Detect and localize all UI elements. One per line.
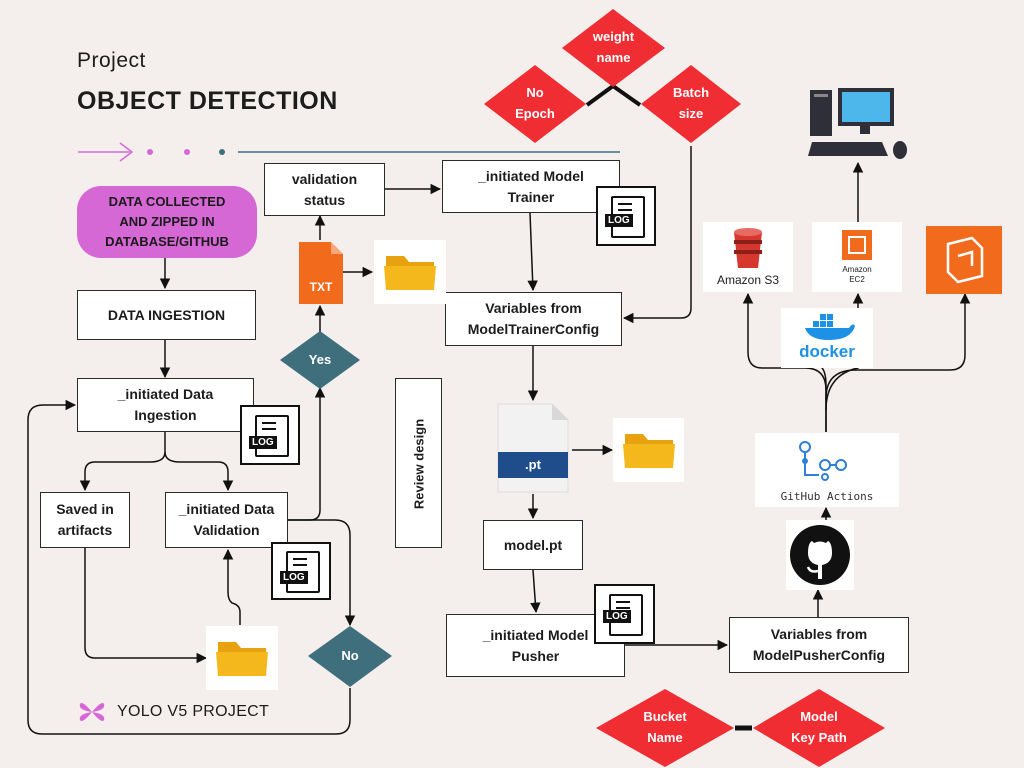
model-key-path-label: Model Key Path — [791, 709, 847, 745]
review-design-label: Review design — [411, 418, 427, 510]
bucket-name-label: Bucket Name — [643, 709, 687, 745]
no-epoch-label: No Epoch — [515, 85, 555, 121]
folder-icon-pt — [613, 418, 684, 482]
log-icon-pusher: LOG — [594, 584, 655, 644]
log-icon-ingestion: LOG — [240, 405, 300, 465]
review-design-box: Review design — [395, 378, 442, 548]
weight-name-label: weight name — [592, 29, 635, 65]
weight-name-diamond — [562, 9, 665, 87]
batch-size-diamond — [641, 65, 741, 143]
bucket-name-diamond — [596, 689, 734, 767]
project-subtitle: Project — [77, 49, 146, 72]
validation-status-node: validation status — [264, 163, 385, 216]
aws-deploy-icon — [926, 226, 1002, 294]
initiated-model-trainer-node: _initiated Model Trainer — [442, 160, 620, 213]
github-tile — [786, 520, 854, 590]
yolo-logo-icon — [79, 703, 105, 721]
yes-diamond — [280, 331, 360, 389]
data-collected-node: DATA COLLECTED AND ZIPPED IN DATABASE/GI… — [77, 186, 257, 258]
variables-model-trainer-config-node: Variables from ModelTrainerConfig — [445, 292, 622, 346]
log-icon-validation: LOG — [271, 542, 331, 600]
edge-validation-no — [288, 519, 356, 627]
edge-actions-fanout — [742, 292, 827, 432]
no-diamond — [308, 626, 392, 687]
initiated-data-ingestion-node: _initiated Data Ingestion — [77, 378, 254, 432]
edge-modelpt-pusher — [530, 569, 541, 614]
batch-size-label: Batch size — [672, 85, 710, 121]
edge-folder-validation — [222, 548, 241, 625]
edge-weight-connector — [585, 83, 642, 107]
yolo-project-label: YOLO V5 PROJECT — [117, 703, 270, 720]
saved-in-artifacts-node: Saved in artifacts — [40, 492, 130, 548]
edge-split-validation — [164, 451, 234, 492]
model-key-path-diamond — [753, 689, 885, 767]
folder-icon-txt — [374, 240, 446, 304]
header-decoration — [78, 142, 620, 162]
docker-whale-icon — [805, 314, 855, 340]
github-octocat-icon — [790, 525, 850, 585]
edge-artifacts-folder — [84, 547, 208, 664]
no-label: No — [341, 648, 359, 664]
yes-label: Yes — [308, 351, 332, 367]
no-epoch-diamond — [484, 65, 586, 143]
variables-model-pusher-config-node: Variables from ModelPusherConfig — [729, 617, 909, 673]
txt-file-icon: TXT — [297, 240, 345, 306]
github-actions-tile: GitHub Actions — [755, 433, 899, 507]
amazon-ec2-tile: Amazon EC2 — [812, 222, 902, 292]
project-title: OBJECT DETECTION — [77, 87, 338, 115]
initiated-data-validation-node: _initiated Data Validation — [165, 492, 288, 548]
edge-actions-codedeploy — [825, 292, 971, 432]
edge-batch-variables — [622, 146, 692, 324]
edge-no-loop — [27, 399, 351, 735]
amazon-s3-icon — [734, 228, 762, 268]
edge-split-artifacts — [79, 432, 166, 492]
edge-trainer-variables — [527, 212, 538, 292]
amazon-s3-tile: Amazon S3 — [703, 222, 793, 292]
model-pt-node: model.pt — [483, 520, 583, 570]
folder-icon-artifacts — [206, 626, 278, 690]
docker-tile: docker — [781, 308, 873, 368]
data-ingestion-node: DATA INGESTION — [77, 290, 256, 340]
amazon-ec2-icon — [842, 230, 872, 260]
pt-file-icon: .pt — [496, 402, 570, 494]
github-actions-icon — [799, 441, 847, 481]
computer-icon — [808, 84, 914, 162]
log-icon-trainer: LOG — [596, 186, 656, 246]
